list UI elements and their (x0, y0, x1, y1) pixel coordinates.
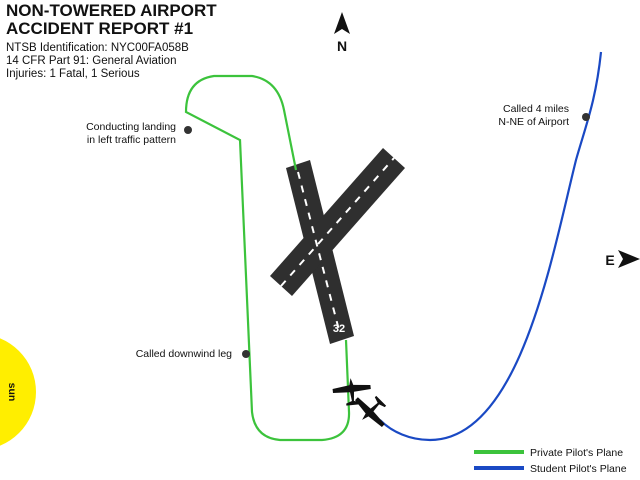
runway-centerline-crossing (280, 157, 395, 287)
waypoint-landing (184, 126, 192, 134)
label-called-line1: Called 4 miles (503, 103, 569, 115)
waypoint-called-4-miles (582, 113, 590, 121)
private-pilot-path (184, 74, 351, 442)
runway-group: 32 (270, 148, 405, 344)
east-arrow-icon (618, 250, 640, 268)
report-title: NON-TOWERED AIRPORT ACCIDENT REPORT #1 (6, 2, 217, 38)
north-arrow: N (334, 12, 350, 54)
label-downwind: Called downwind leg (136, 348, 232, 360)
label-called-line2: N-NE of Airport (498, 116, 569, 128)
sun-label: sun (6, 383, 18, 402)
east-label: E (605, 252, 614, 268)
east-arrow: E (605, 250, 640, 268)
report-title-line2: ACCIDENT REPORT #1 (6, 19, 194, 38)
sun-shape (0, 338, 36, 446)
waypoint-downwind (242, 350, 250, 358)
cfr-part: 14 CFR Part 91: General Aviation (6, 55, 177, 67)
legend: Private Pilot's Plane Student Pilot's Pl… (474, 447, 627, 475)
north-arrow-icon (334, 12, 350, 34)
private-plane-icon (332, 378, 371, 406)
student-plane-icon (355, 395, 387, 427)
injuries: Injuries: 1 Fatal, 1 Serious (6, 68, 140, 80)
north-label: N (337, 38, 347, 54)
label-landing-line2: in left traffic pattern (87, 134, 176, 146)
runway-number: 32 (333, 323, 345, 335)
report-meta: NTSB Identification: NYC00FA058B 14 CFR … (6, 42, 189, 81)
legend-label-private: Private Pilot's Plane (530, 447, 623, 459)
ntsb-id: NTSB Identification: NYC00FA058B (6, 42, 189, 54)
report-title-line1: NON-TOWERED AIRPORT (6, 1, 217, 20)
label-landing-line1: Conducting landing (86, 121, 176, 133)
legend-label-student: Student Pilot's Plane (530, 463, 627, 475)
